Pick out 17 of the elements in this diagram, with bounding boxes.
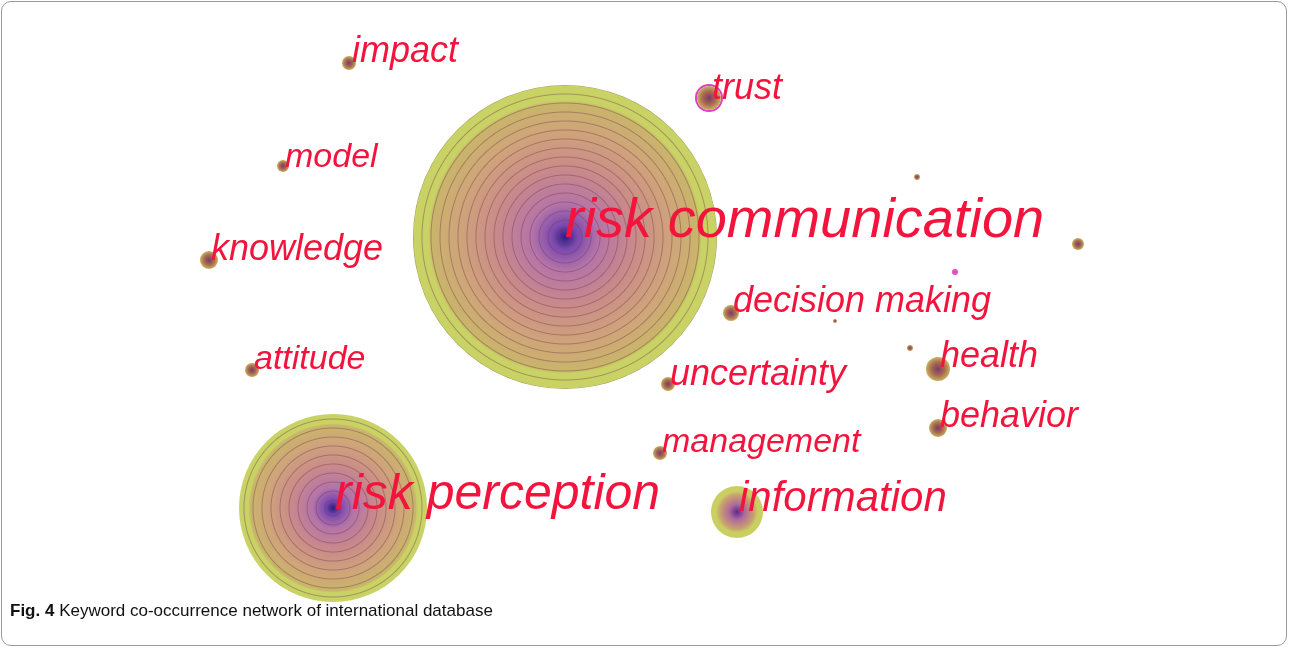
keyword-label: trust [712, 69, 782, 105]
dot-node [914, 174, 920, 180]
keyword-label: model [285, 138, 378, 172]
keyword-label: uncertainty [670, 355, 847, 391]
dot-node [952, 269, 958, 275]
keyword-label: risk perception [335, 467, 661, 517]
keyword-label: behavior [940, 397, 1079, 433]
keyword-label: impact [352, 32, 459, 68]
keyword-label: attitude [254, 340, 366, 374]
keyword-label: management [662, 423, 861, 457]
dot-node [1072, 238, 1084, 250]
dot-node [907, 345, 913, 351]
keyword-label: decision making [733, 282, 992, 318]
keyword-label: knowledge [211, 230, 384, 266]
figure-caption: Fig. 4 Keyword co-occurrence network of international database [10, 601, 493, 621]
keyword-label: health [940, 337, 1039, 373]
dot-node [833, 319, 837, 323]
